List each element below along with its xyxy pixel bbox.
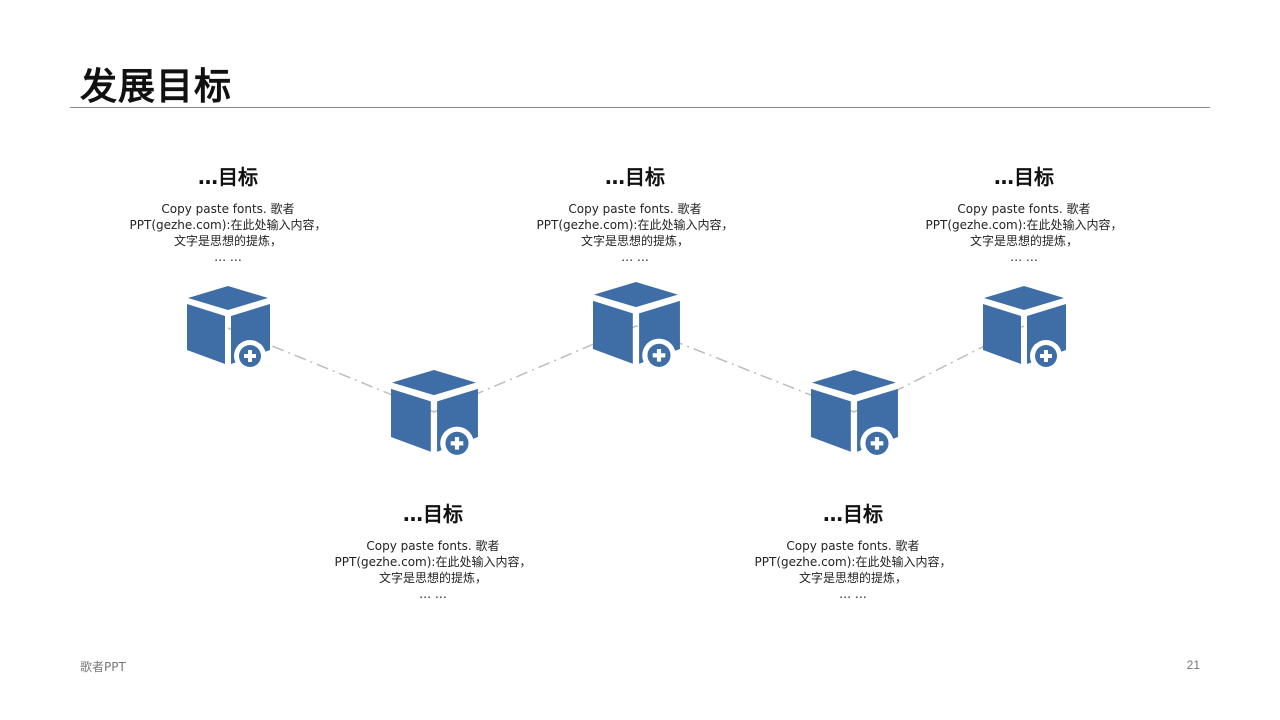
goal-description: Copy paste fonts. 歌者 PPT(gezhe.com):在此处输… [98,201,358,265]
goal-heading: …目标 [198,165,258,189]
goal-line: … … [1010,250,1038,264]
goal-line: … … [214,250,242,264]
goal-heading: …目标 [823,502,883,526]
goal-line: 文字是思想的提炼， [580,234,689,248]
goal-block-1: …目标 Copy paste fonts. 歌者 PPT(gezhe.com):… [98,161,358,265]
goal-line: Copy paste fonts. 歌者 [957,202,1091,216]
goal-line: Copy paste fonts. 歌者 [786,539,920,553]
goal-line: … … [621,250,649,264]
cube-add-icon [391,370,478,458]
goal-line: PPT(gezhe.com):在此处输入内容， [536,218,734,232]
goal-description: Copy paste fonts. 歌者 PPT(gezhe.com):在此处输… [303,538,563,602]
goal-line: PPT(gezhe.com):在此处输入内容， [925,218,1123,232]
goal-description: Copy paste fonts. 歌者 PPT(gezhe.com):在此处输… [894,201,1154,265]
goal-block-2: …目标 Copy paste fonts. 歌者 PPT(gezhe.com):… [303,498,563,602]
goal-line: PPT(gezhe.com):在此处输入内容， [129,218,327,232]
goal-line: PPT(gezhe.com):在此处输入内容， [754,555,952,569]
goal-line: Copy paste fonts. 歌者 [161,202,295,216]
goal-block-3: …目标 Copy paste fonts. 歌者 PPT(gezhe.com):… [505,161,765,265]
goal-line: … … [419,587,447,601]
cube-add-icon [983,286,1066,370]
cube-add-icon [811,370,898,458]
footer-brand: 歌者PPT [80,660,126,674]
goal-line: PPT(gezhe.com):在此处输入内容， [334,555,532,569]
goal-description: Copy paste fonts. 歌者 PPT(gezhe.com):在此处输… [505,201,765,265]
goal-heading: …目标 [605,165,665,189]
cube-add-icon [593,282,680,370]
goal-block-4: …目标 Copy paste fonts. 歌者 PPT(gezhe.com):… [723,498,983,602]
goal-heading: …目标 [994,165,1054,189]
goal-line: 文字是思想的提炼， [969,234,1078,248]
title-divider [70,107,1210,108]
goal-description: Copy paste fonts. 歌者 PPT(gezhe.com):在此处输… [723,538,983,602]
goal-block-5: …目标 Copy paste fonts. 歌者 PPT(gezhe.com):… [894,161,1154,265]
goal-line: 文字是思想的提炼， [173,234,282,248]
goal-line: 文字是思想的提炼， [378,571,487,585]
goal-heading: …目标 [403,502,463,526]
cube-add-icon [187,286,270,370]
goal-line: 文字是思想的提炼， [798,571,907,585]
page-number: 21 [1186,658,1200,672]
goal-line: Copy paste fonts. 歌者 [568,202,702,216]
goal-line: … … [839,587,867,601]
goal-line: Copy paste fonts. 歌者 [366,539,500,553]
slide-title: 发展目标 [80,65,232,108]
